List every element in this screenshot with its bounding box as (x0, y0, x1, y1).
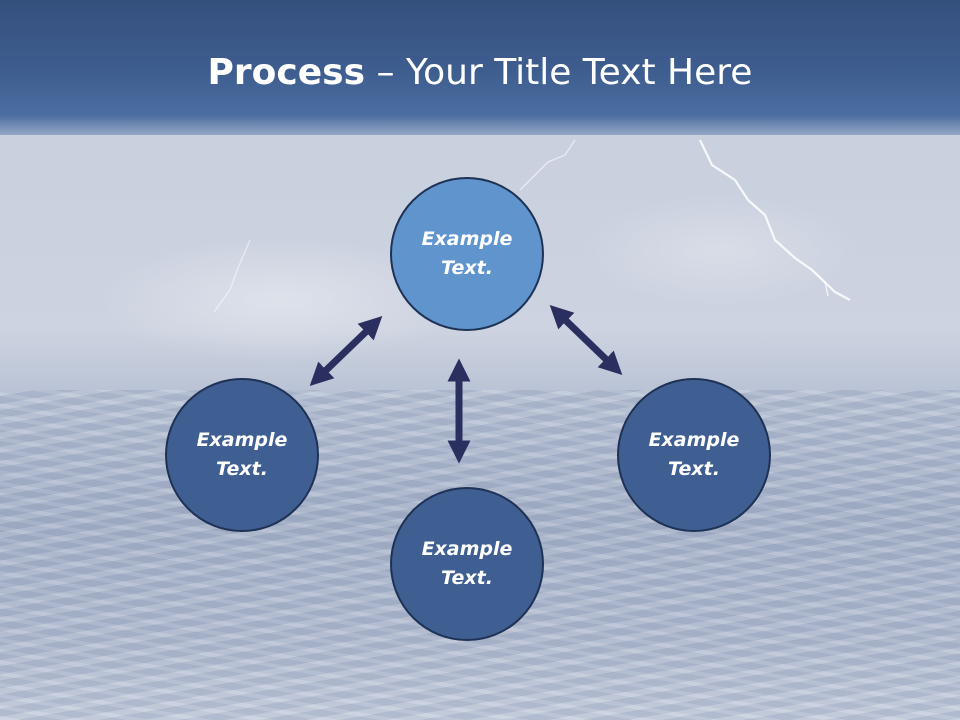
page-title: Process – Your Title Text Here (0, 52, 960, 93)
title-bold: Process (207, 52, 366, 93)
lightning-bolt-icon (0, 0, 960, 400)
title-band (0, 0, 960, 135)
node-label: Example Text. (648, 429, 740, 480)
arrow-top-right (549, 304, 623, 376)
process-node-bottom[interactable]: Example Text. (390, 487, 544, 641)
node-label: Example Text. (196, 429, 288, 480)
title-rest: – Your Title Text Here (365, 52, 753, 93)
process-node-left[interactable]: Example Text. (165, 378, 319, 532)
arrow-top-left (309, 315, 383, 387)
node-label: Example Text. (421, 228, 513, 279)
process-node-right[interactable]: Example Text. (617, 378, 771, 532)
process-node-top[interactable]: Example Text. (390, 177, 544, 331)
node-label: Example Text. (421, 538, 513, 589)
